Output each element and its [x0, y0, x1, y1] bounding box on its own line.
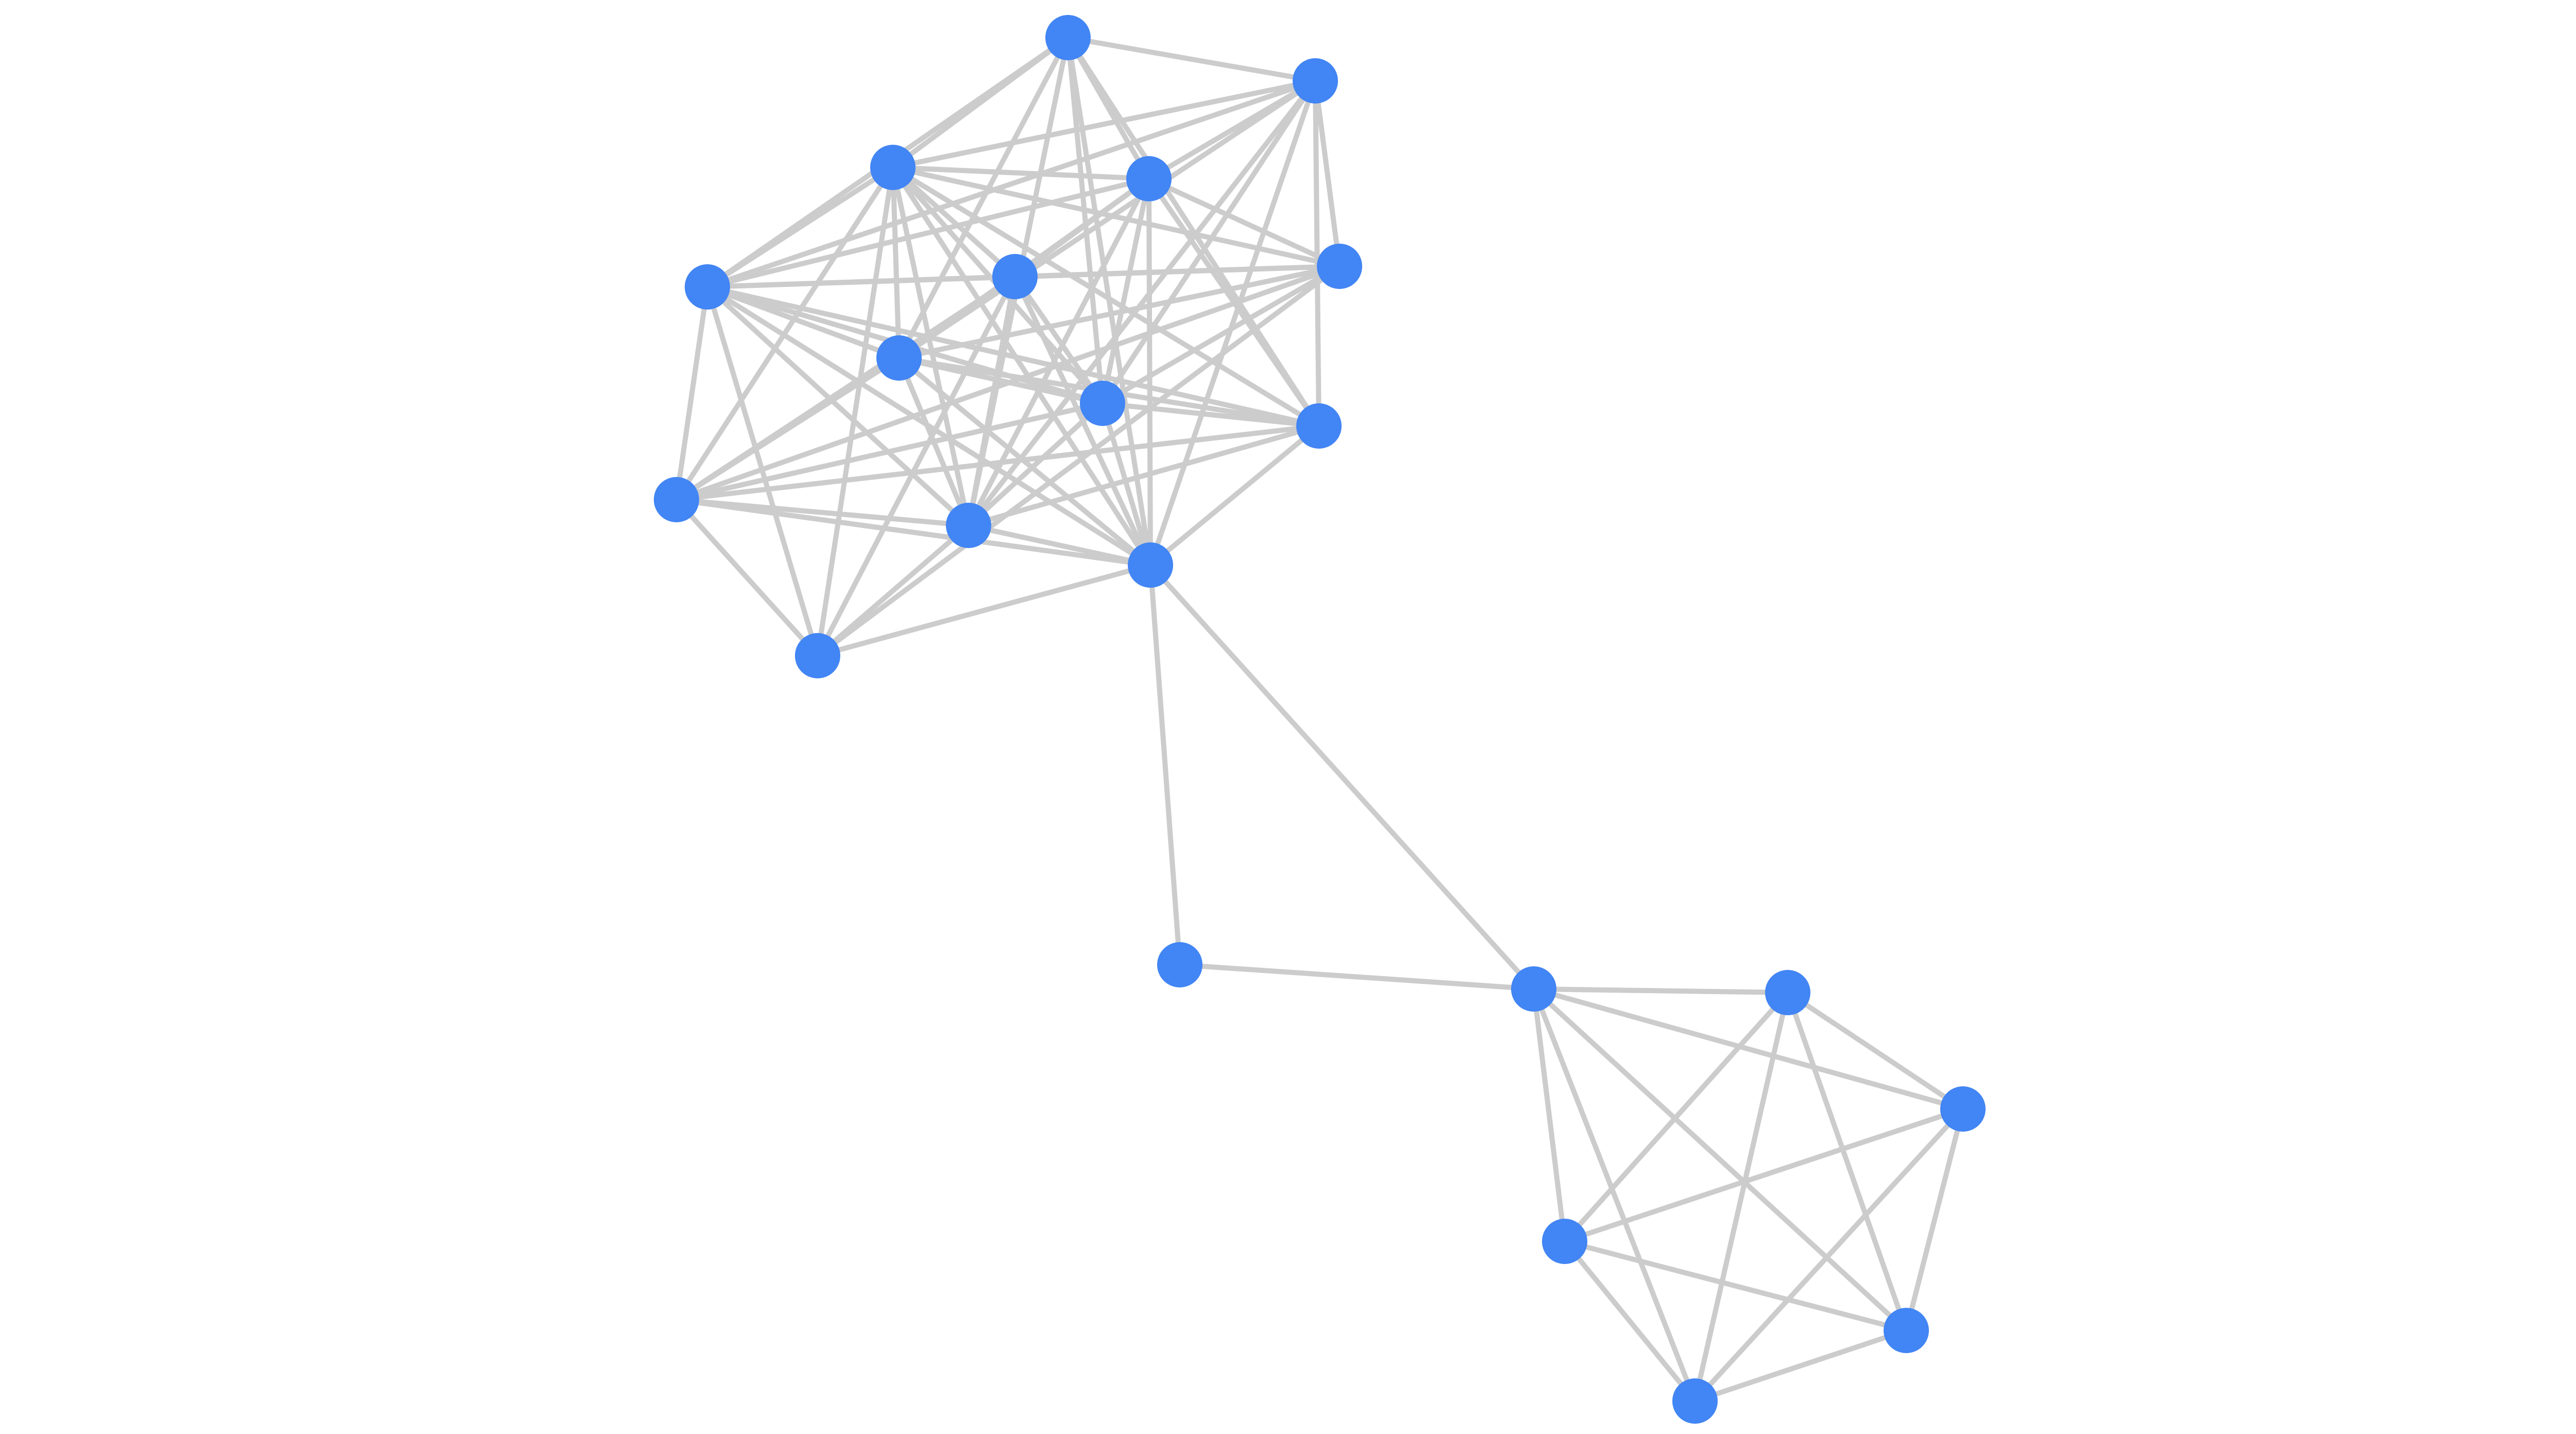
- edge-c4-c6: [1562, 1239, 1698, 1404]
- edge-n13-b1: [1148, 562, 1182, 967]
- node-n2[interactable]: [1293, 58, 1338, 104]
- edge-n9-n12: [966, 401, 1105, 528]
- edges-layer: [674, 35, 1965, 1404]
- edge-n11-n13: [674, 497, 1153, 568]
- edge-n4-n13: [1146, 176, 1153, 568]
- edge-n5-n7: [1012, 264, 1342, 279]
- edge-c1-c6: [1531, 986, 1698, 1404]
- node-n5[interactable]: [1317, 244, 1362, 289]
- node-c1[interactable]: [1511, 966, 1556, 1012]
- edge-n9-n13: [1100, 401, 1153, 568]
- node-n13[interactable]: [1128, 542, 1173, 588]
- node-n10[interactable]: [1296, 403, 1342, 449]
- edge-c2-c5: [1785, 990, 1909, 1333]
- edge-c5-c6: [1692, 1328, 1909, 1404]
- node-n1[interactable]: [1045, 15, 1091, 60]
- node-n4[interactable]: [1126, 156, 1172, 201]
- edge-c1-c2: [1531, 986, 1790, 995]
- edge-n4-n5: [1146, 176, 1342, 269]
- edge-n1-n9: [1065, 35, 1105, 406]
- nodes-layer: [654, 15, 1986, 1424]
- node-n3[interactable]: [870, 145, 916, 190]
- edge-c1-c4: [1531, 986, 1567, 1244]
- edge-c4-c5: [1562, 1239, 1909, 1333]
- edge-n4-n9: [1100, 176, 1151, 406]
- node-n14[interactable]: [795, 633, 840, 678]
- edge-n7-n14: [815, 274, 1018, 658]
- edge-n2-n3: [890, 78, 1318, 170]
- edge-n10-n12: [966, 423, 1321, 528]
- edge-c2-c3: [1785, 990, 1965, 1112]
- edge-n12-n13: [966, 523, 1153, 568]
- edge-n7-n9: [1012, 274, 1105, 406]
- edge-n3-n5: [890, 165, 1342, 269]
- edge-n10-n11: [674, 423, 1321, 502]
- edge-n6-n12: [705, 284, 971, 528]
- node-n8[interactable]: [876, 335, 922, 381]
- edge-n8-n11: [674, 355, 902, 502]
- node-c5[interactable]: [1884, 1308, 1929, 1353]
- edge-c1-c5: [1531, 986, 1909, 1333]
- edge-n5-n14: [815, 264, 1342, 658]
- edge-c3-c6: [1692, 1106, 1965, 1404]
- node-b1[interactable]: [1157, 942, 1202, 987]
- edge-n3-n14: [815, 165, 895, 658]
- edge-n1-n8: [896, 35, 1071, 361]
- edge-n6-n11: [674, 284, 710, 502]
- edge-n2-n13: [1148, 78, 1318, 568]
- edge-n9-n11: [674, 401, 1105, 502]
- edge-n12-n14: [815, 523, 971, 658]
- node-c3[interactable]: [1940, 1086, 1986, 1132]
- edge-n13-n14: [815, 562, 1153, 658]
- edge-n4-n6: [705, 176, 1151, 289]
- edge-n13-c1: [1148, 562, 1536, 992]
- node-c4[interactable]: [1542, 1219, 1587, 1264]
- edge-n2-n6: [705, 78, 1318, 289]
- edge-c3-c4: [1562, 1106, 1965, 1244]
- edge-n10-n13: [1148, 423, 1321, 568]
- edge-n3-n8: [890, 165, 902, 361]
- edge-n5-n8: [896, 264, 1342, 361]
- node-n7[interactable]: [992, 254, 1038, 299]
- edge-c2-c4: [1562, 990, 1790, 1244]
- edge-n2-n12: [966, 78, 1318, 528]
- edge-b1-c1: [1177, 962, 1536, 992]
- node-n11[interactable]: [654, 477, 699, 522]
- edge-n5-n9: [1100, 264, 1342, 406]
- edge-n9-n10: [1100, 401, 1321, 429]
- edge-n3-n7: [890, 165, 1018, 279]
- edge-n6-n7: [705, 274, 1018, 289]
- edge-n2-n5: [1313, 78, 1342, 269]
- edge-n3-n6: [705, 165, 895, 289]
- edge-c2-c6: [1692, 990, 1790, 1404]
- node-n6[interactable]: [685, 264, 730, 310]
- node-n12[interactable]: [946, 503, 991, 548]
- edge-n11-n14: [674, 497, 820, 658]
- edge-n6-n10: [705, 284, 1321, 429]
- node-c2[interactable]: [1765, 970, 1810, 1015]
- edge-c1-c3: [1531, 986, 1965, 1112]
- edge-n3-n13: [890, 165, 1153, 568]
- node-c6[interactable]: [1672, 1378, 1718, 1424]
- edge-n7-n12: [966, 274, 1018, 528]
- edge-n2-n9: [1100, 78, 1318, 406]
- edge-c3-c5: [1904, 1106, 1965, 1333]
- edge-n1-n2: [1065, 35, 1318, 83]
- node-n9[interactable]: [1080, 381, 1125, 426]
- edge-n3-n4: [890, 165, 1151, 181]
- edge-n3-n10: [890, 165, 1321, 429]
- edge-n6-n14: [705, 284, 820, 658]
